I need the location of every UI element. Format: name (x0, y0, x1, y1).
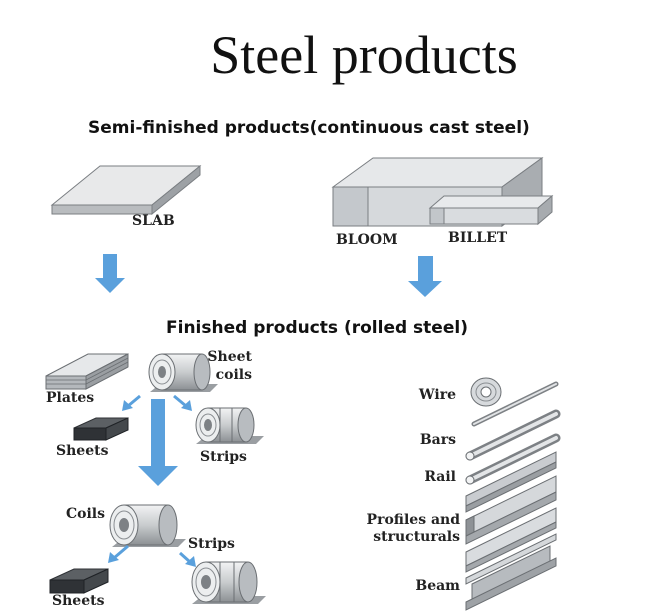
plates-label: Plates (46, 390, 95, 406)
bar-illustration (465, 409, 561, 461)
rail-illustration (465, 451, 557, 513)
billet-label: BILLET (448, 230, 508, 246)
sheet-coil-illustration (148, 353, 218, 392)
finished-heading: Finished products (rolled steel) (166, 318, 468, 338)
coil-illustration (109, 504, 186, 547)
sheets-illustration (73, 417, 129, 441)
rail-label: Rail (424, 469, 456, 485)
arrow-down-icon (408, 256, 442, 297)
sheet-coils-label-line1: Sheet (207, 349, 252, 365)
bloom-label: BLOOM (336, 232, 398, 248)
bar-illustration (465, 433, 561, 485)
arrow-down-icon (138, 399, 178, 486)
slab-illustration (50, 164, 202, 216)
arrow-down-right-icon (173, 394, 192, 411)
semi-finished-heading: Semi-finished products(continuous cast s… (88, 118, 530, 138)
slab-label: SLAB (132, 213, 175, 229)
wire-coil-illustration (470, 377, 502, 407)
strips-label: Strips (188, 536, 235, 552)
profiles-label-line1: Profiles and (366, 512, 460, 528)
wire-label: Wire (418, 387, 456, 403)
sheets-label: Sheets (56, 443, 109, 459)
plates-illustration (45, 353, 129, 390)
strips-coil-illustration (195, 407, 264, 444)
sheets-label: Sheets (52, 593, 105, 609)
bars-label: Bars (419, 432, 456, 448)
sheets-illustration (49, 568, 109, 594)
angle-profile-illustration (465, 507, 557, 573)
profiles-label-line2: structurals (373, 529, 460, 545)
arrow-down-icon (95, 254, 125, 293)
wire-illustration (471, 381, 559, 427)
coils-label: Coils (66, 506, 105, 522)
sheet-coils-label-line2: coils (215, 367, 252, 383)
page-title: Steel products (210, 25, 518, 85)
arrow-down-left-icon (108, 544, 129, 563)
beam-illustration (465, 533, 557, 611)
billet-illustration (428, 194, 554, 226)
strips-coil-illustration (191, 561, 266, 604)
channel-profile-illustration (465, 475, 557, 545)
arrow-down-right-icon (178, 551, 196, 567)
arrow-down-left-icon (122, 394, 141, 411)
beam-label: Beam (415, 578, 460, 594)
strips-label: Strips (200, 449, 247, 465)
